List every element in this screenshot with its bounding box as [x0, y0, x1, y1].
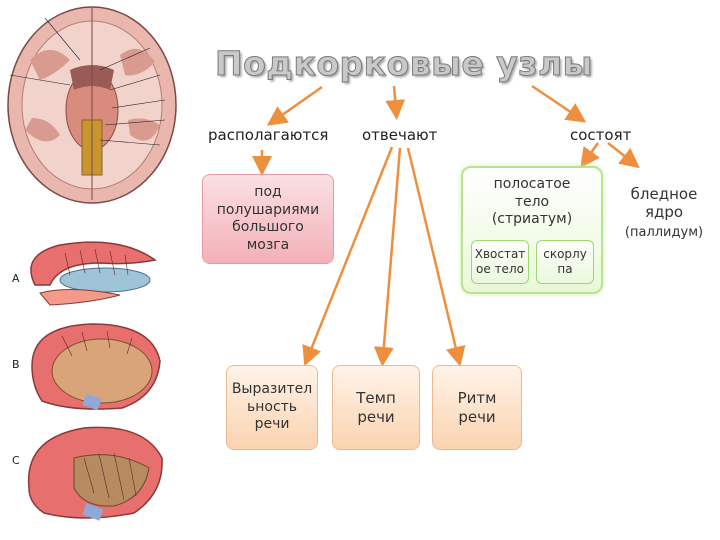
figure-letter-b: B	[12, 358, 20, 371]
brain-section-illustration	[7, 6, 177, 204]
label-consist: состоят	[570, 126, 632, 144]
label-responsible: отвечают	[362, 126, 438, 144]
arrow-title-to-responsible	[385, 85, 406, 120]
figure-letter-c: C	[12, 454, 20, 467]
pallidum-line-2: ядро	[644, 203, 684, 222]
arrow-responsible-to-rhythm	[406, 147, 466, 367]
box-expressiveness: Выразител ьность речи	[226, 365, 318, 450]
box-putamen: скорлу па	[536, 240, 594, 284]
arrow-title-to-located	[266, 85, 323, 126]
pallidum-line-3: (паллидум)	[624, 225, 704, 241]
box-caudate: Хвостат ое тело	[471, 240, 529, 284]
arrow-responsible-to-tempo	[373, 147, 402, 367]
box-pallidum: бледное ядро (паллидум)	[612, 178, 716, 248]
arrow-responsible-to-expressiveness	[302, 146, 394, 367]
box-tempo: Темп речи	[332, 365, 420, 450]
box-rhythm: Ритм речи	[432, 365, 522, 450]
arrow-consist-to-pallidum	[607, 142, 640, 169]
label-located: располагаются	[208, 126, 329, 144]
caudate-illustration-c	[27, 426, 163, 521]
striatum-label: полосатое тело (стриатум)	[491, 176, 573, 227]
caudate-illustration-a	[30, 241, 157, 306]
caudate-illustration-b	[31, 323, 161, 411]
page-title: Подкорковые узлы	[215, 44, 594, 84]
box-under-hemispheres: под полушариями большого мозга	[202, 174, 334, 264]
figure-letter-a: A	[12, 272, 20, 285]
arrow-consist-to-striatum	[580, 142, 600, 169]
pallidum-line-1: бледное	[630, 184, 698, 203]
arrow-title-to-consist	[531, 84, 587, 123]
